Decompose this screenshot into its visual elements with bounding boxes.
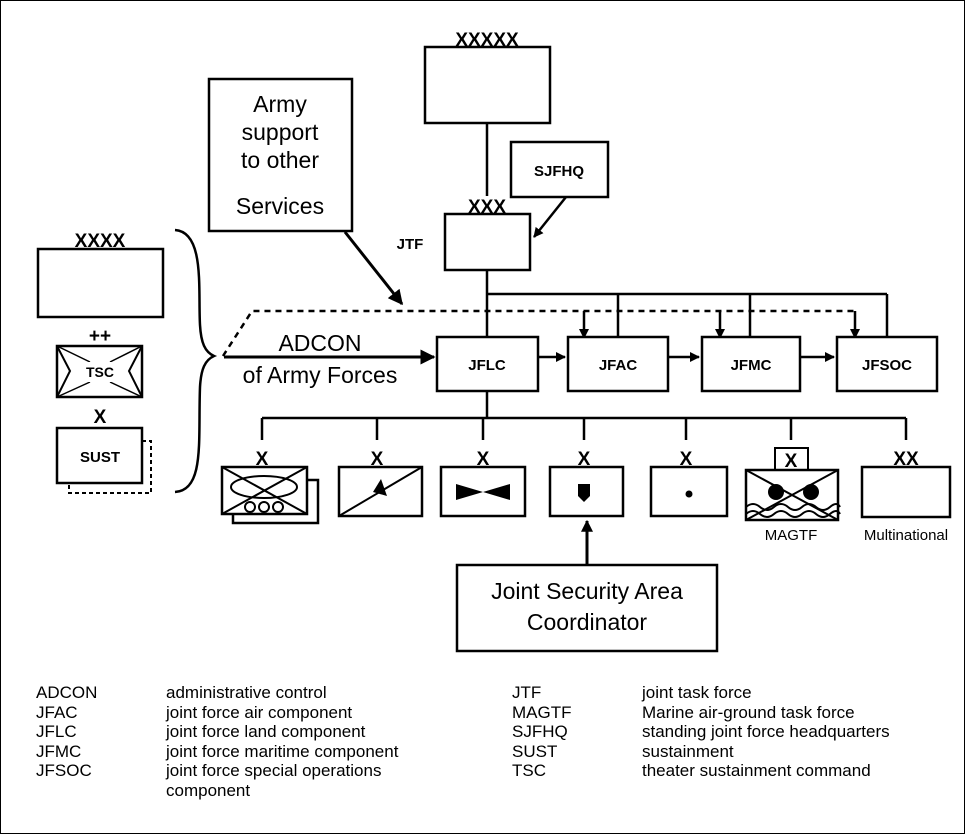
magtf-echelon: X [785,451,798,472]
tsc-symbol-left [56,345,72,398]
jfsoc-label: JFSOC [862,357,912,374]
army-forces-bracket [174,228,218,494]
glossary-term: JFSOC [36,761,92,780]
unit-3-bowtie-symbol [456,484,510,500]
glossary-definition: administrative control [166,683,327,702]
army-support-box [207,77,354,233]
unit-4-shield-symbol [578,484,590,502]
tsc-label: TSC [86,364,114,380]
jfac-label: JFAC [599,357,638,374]
unit-2-symbol [373,479,387,496]
unit-5-echelon: X [680,449,693,470]
adcon-label-line-2: of Army Forces [243,362,398,388]
glossary-definition: Marine air-ground task force [642,702,855,722]
sjfhq-box [509,140,610,199]
glossary-term: JTF [512,683,542,702]
glossary-definition: joint task force [642,683,752,702]
unit-1-wheel-3 [272,501,284,513]
jtf-box [443,212,532,272]
multinational-box [860,465,952,519]
tsc-symbol-diag-4 [109,381,143,398]
glossary-term: ADCON [36,683,98,702]
glossary-term: JFAC [36,702,78,722]
sust-label: SUST [80,449,120,466]
jfmc-label: JFMC [731,357,772,374]
unit-1-echelon: X [256,449,269,470]
sust-box [55,426,144,485]
tsc-echelon: ++ [89,326,111,347]
sust-echelon: X [94,407,107,428]
top-command-box [423,45,552,125]
unit-5-dot-symbol [685,490,693,498]
unit-1-wheel-1 [244,501,256,513]
multinational-echelon: XX [893,449,919,470]
tsc-symbol-diag-1 [56,345,91,363]
magtf-dot-left [768,484,784,500]
magtf-label: MAGTF [765,527,818,544]
glossary-term: SUST [512,741,558,761]
tsc-symbol-diag-2 [109,345,143,363]
jsac-line-1: Joint Security Area [491,578,683,604]
multinational-label: Multinational [864,527,948,544]
jfac-box [566,335,670,393]
magtf-wave-1 [745,503,841,511]
army-support-line-4: Services [236,193,324,219]
sjfhq-arrow [533,196,567,238]
glossary-term: MAGTF [512,702,572,722]
adcon-dashed-line [221,309,855,357]
army-support-line-1: Army [253,91,307,117]
unit-1-wheel-2 [258,501,270,513]
army-unit-box [36,247,165,319]
magtf-dot-right [803,484,819,500]
glossary-definition-continued: component [166,780,251,800]
glossary-definition: standing joint force headquarters [642,722,890,741]
army-support-line-3: to other [241,147,319,173]
unit-1-diag-b [221,466,308,515]
magtf-diag-b [745,469,839,521]
unit-2-echelon: X [371,449,384,470]
glossary-definition: joint force special operations [166,761,382,780]
glossary-definition: theater sustainment command [642,761,871,780]
unit-4-echelon: X [578,449,591,470]
glossary-term: SJFHQ [512,722,568,741]
jtf-label: JTF [397,236,424,253]
unit-3-box [439,465,527,518]
tsc-symbol-diag-3 [56,381,91,398]
army-support-arrow [343,231,404,306]
sjfhq-label: SJFHQ [534,163,584,180]
army-support-line-2: support [242,119,319,145]
adcon-label-line-1: ADCON [278,330,361,356]
glossary-definition: joint force maritime component [166,741,399,761]
jfmc-box [700,335,802,393]
jflc-label: JFLC [468,357,506,374]
glossary-term: TSC [512,761,546,780]
glossary-right: JTF joint task force MAGTF Marine air-gr… [512,683,957,803]
magtf-wave-2 [745,510,841,518]
glossary-definition: sustainment [642,741,734,761]
glossary-definition: joint force air component [166,702,353,722]
tsc-label-bg [80,362,120,382]
unit-1-armor-symbol [230,475,298,499]
glossary-term: JFMC [36,741,82,761]
glossary-left: ADCON administrative control JFAC joint … [36,683,496,823]
glossary-definition: joint force land component [166,722,366,741]
army-echelon: XXXX [75,231,126,252]
jfsoc-box [835,335,939,393]
unit-3-echelon: X [477,449,490,470]
jsac-box [455,563,719,653]
tsc-symbol-right [127,345,143,398]
jsac-line-2: Coordinator [527,609,648,635]
glossary-term: JFLC [36,722,77,741]
